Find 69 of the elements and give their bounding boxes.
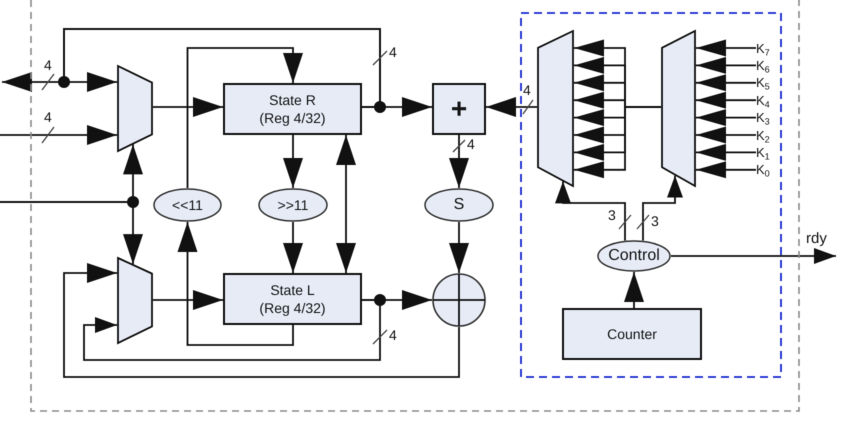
arrow [696, 92, 756, 109]
key-label: K$_{7}$ [756, 40, 780, 56]
mux-trapezoid [117, 65, 153, 152]
arrow [486, 97, 537, 117]
key-label: K$_{4}$ [756, 92, 780, 109]
arrow [624, 272, 644, 308]
adder-box [432, 83, 486, 135]
register-name: State L [270, 280, 315, 299]
counter-label: Counter [607, 324, 657, 344]
register-size: (Reg 4/32) [259, 299, 326, 318]
key-label: K$_{0}$ [756, 161, 780, 178]
operation-label: S [454, 194, 464, 215]
key-label: K$_{5}$ [756, 74, 780, 92]
mux-trapezoid [537, 30, 574, 187]
register-box [223, 83, 362, 135]
operation-label: <<11 [172, 196, 203, 214]
arrow [83, 299, 381, 361]
arrow [696, 144, 756, 161]
arrow [153, 97, 223, 117]
shift-ellipse [258, 188, 328, 222]
xor-circle [432, 273, 486, 327]
bus-width-label: 4 [44, 110, 52, 124]
arrow [63, 263, 460, 378]
arrow [283, 135, 303, 188]
signal-label: rdy [806, 230, 836, 248]
mux-trapezoid [661, 30, 696, 187]
shift-ellipse [153, 188, 222, 222]
dashed-frame [30, 0, 800, 412]
arrow [696, 40, 756, 56]
operation-ellipse [424, 188, 494, 222]
control-label: Control [608, 246, 660, 266]
arrow [0, 201, 143, 264]
arrow [696, 161, 756, 178]
bus-width-label: 3 [608, 208, 616, 222]
arrow [449, 135, 469, 188]
register-size: (Reg 4/32) [259, 109, 326, 128]
arrow [449, 222, 469, 273]
bus-width-label: 4 [389, 328, 397, 342]
arrow [178, 222, 294, 346]
arrow [671, 248, 836, 264]
counter-box [562, 308, 702, 360]
operator-symbol: + [450, 95, 468, 123]
arrow [696, 56, 756, 74]
arrow [362, 97, 432, 117]
control-ellipse [597, 240, 671, 272]
bus-width-label: 4 [523, 83, 531, 97]
arrow [283, 222, 303, 273]
arrow [696, 74, 756, 92]
key-label: K$_{1}$ [756, 144, 780, 161]
bus-width-label: 4 [467, 137, 475, 151]
key-label: K$_{2}$ [756, 126, 780, 144]
key-label: K$_{3}$ [756, 109, 780, 126]
arrow [555, 181, 626, 240]
arrow [696, 109, 756, 126]
arrow [186, 47, 303, 188]
bus-width-label: 4 [44, 58, 52, 72]
arrow [0, 125, 117, 145]
register-name: State R [269, 90, 316, 109]
register-box [223, 273, 362, 325]
bus-width-label: 3 [651, 214, 659, 228]
arrow [153, 290, 223, 310]
double-arrow [336, 135, 356, 273]
dashed-frame [520, 12, 782, 378]
bus-width-label: 4 [389, 45, 397, 59]
mux-trapezoid [117, 257, 153, 344]
key-label: K$_{6}$ [756, 56, 780, 74]
arrow [642, 176, 683, 240]
operation-label: >>11 [278, 196, 308, 214]
arrow [696, 126, 756, 144]
